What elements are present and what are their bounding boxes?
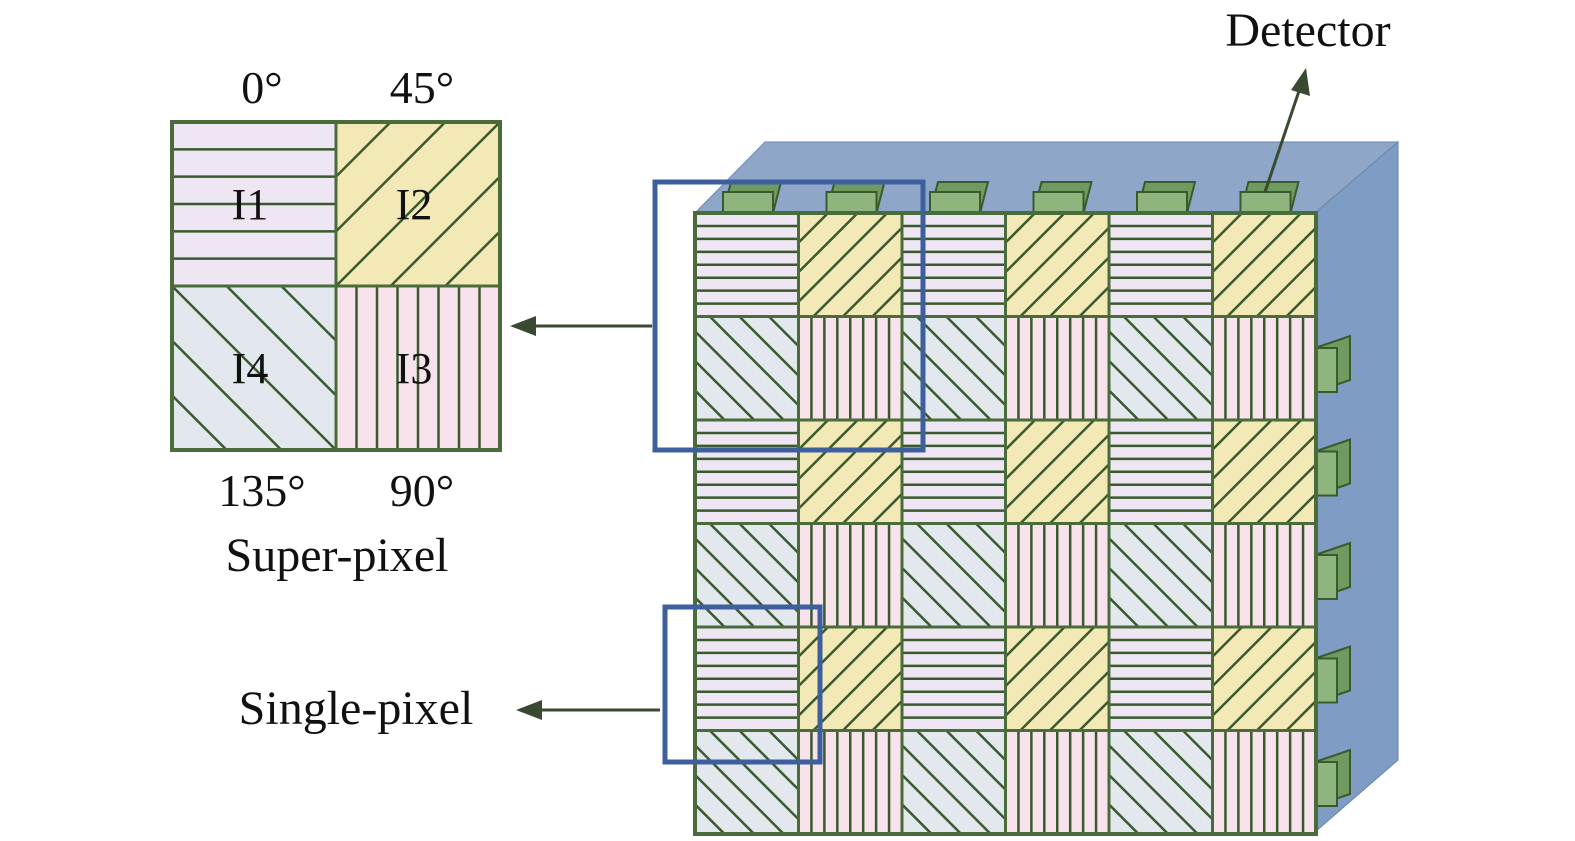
pixel-cell-v bbox=[797, 729, 904, 836]
detector-label: Detector bbox=[1225, 4, 1390, 57]
singlepixel-label: Single-pixel bbox=[239, 682, 474, 735]
pixel-cell-d45 bbox=[1211, 418, 1318, 525]
pixel-cell-h bbox=[900, 625, 1007, 732]
pixel-cell-d45 bbox=[1211, 211, 1318, 318]
pixel-cell-v bbox=[1004, 729, 1111, 836]
pixel-cell-h bbox=[1107, 211, 1214, 318]
detector-bump bbox=[1314, 645, 1351, 704]
pixel-cell-h bbox=[900, 211, 1007, 318]
angle-45-label: 45° bbox=[390, 62, 454, 113]
pixel-cell-v bbox=[1211, 315, 1318, 422]
pixel-cell-v bbox=[1004, 315, 1111, 422]
pixel-cell-d135 bbox=[900, 522, 1007, 629]
detector-bumps-side bbox=[1314, 334, 1351, 808]
singlepixel-selection-frame bbox=[662, 604, 823, 765]
pixel-cell-v bbox=[1004, 522, 1111, 629]
detector-bump bbox=[1032, 181, 1093, 214]
pixel-cell-d135 bbox=[900, 729, 1007, 836]
pixel-cell-d45 bbox=[797, 625, 904, 732]
cell-I4-label: I4 bbox=[232, 344, 269, 393]
detector-bump bbox=[1314, 748, 1351, 808]
pixel-cell-h bbox=[693, 211, 800, 318]
detector-bump bbox=[1314, 334, 1351, 394]
detector-bump bbox=[1314, 541, 1351, 601]
pixel-cell-d45 bbox=[1004, 418, 1111, 525]
pixel-cell-d135 bbox=[1107, 729, 1214, 836]
detector-bump bbox=[928, 181, 990, 214]
detector-arrow bbox=[1263, 68, 1310, 193]
detector-bump bbox=[721, 181, 783, 214]
superpixel-enlarged bbox=[170, 120, 502, 452]
detector-bump bbox=[1239, 181, 1300, 214]
polarizer-pixel-grid bbox=[693, 211, 1318, 836]
pixel-cell-v bbox=[1211, 729, 1318, 836]
cell-I3-label: I3 bbox=[396, 344, 433, 393]
superpixel-label: Super-pixel bbox=[226, 529, 449, 582]
superpixel-selection-frame bbox=[652, 179, 926, 453]
pixel-cell-v bbox=[1211, 522, 1318, 629]
superpixel-cell-45deg bbox=[334, 120, 502, 288]
cell-I1-label: I1 bbox=[232, 180, 269, 229]
pixel-cell-d45 bbox=[1004, 625, 1111, 732]
pixel-cell-h bbox=[1107, 625, 1214, 732]
pixel-cell-d45 bbox=[797, 211, 904, 318]
pixel-cell-h bbox=[693, 418, 800, 525]
cell-I2-label: I2 bbox=[396, 180, 433, 229]
pixel-cell-d135 bbox=[693, 729, 800, 836]
superpixel-arrow bbox=[510, 316, 652, 336]
pixel-cell-d135 bbox=[1107, 315, 1214, 422]
pixel-cell-v bbox=[797, 522, 904, 629]
detector-bump bbox=[1314, 438, 1351, 497]
singlepixel-arrow bbox=[516, 700, 660, 720]
pixel-cell-h bbox=[693, 625, 800, 732]
angle-135-label: 135° bbox=[218, 465, 305, 516]
pixel-cell-d135 bbox=[693, 522, 800, 629]
pixel-cell-v bbox=[797, 315, 904, 422]
pixel-cell-h bbox=[1107, 418, 1214, 525]
pixel-cell-h bbox=[900, 418, 1007, 525]
pixel-cell-d45 bbox=[797, 418, 904, 525]
pixel-cell-d45 bbox=[1211, 625, 1318, 732]
detector-bump bbox=[1135, 181, 1197, 214]
pixel-cell-d45 bbox=[1004, 211, 1111, 318]
angle-0-label: 0° bbox=[241, 62, 282, 113]
pixel-cell-d135 bbox=[1107, 522, 1214, 629]
pixel-cell-d135 bbox=[693, 315, 800, 422]
detector-bump bbox=[825, 181, 886, 214]
angle-90-label: 90° bbox=[390, 465, 454, 516]
pixel-cell-d135 bbox=[900, 315, 1007, 422]
superpixel-cell-90deg bbox=[334, 284, 502, 452]
